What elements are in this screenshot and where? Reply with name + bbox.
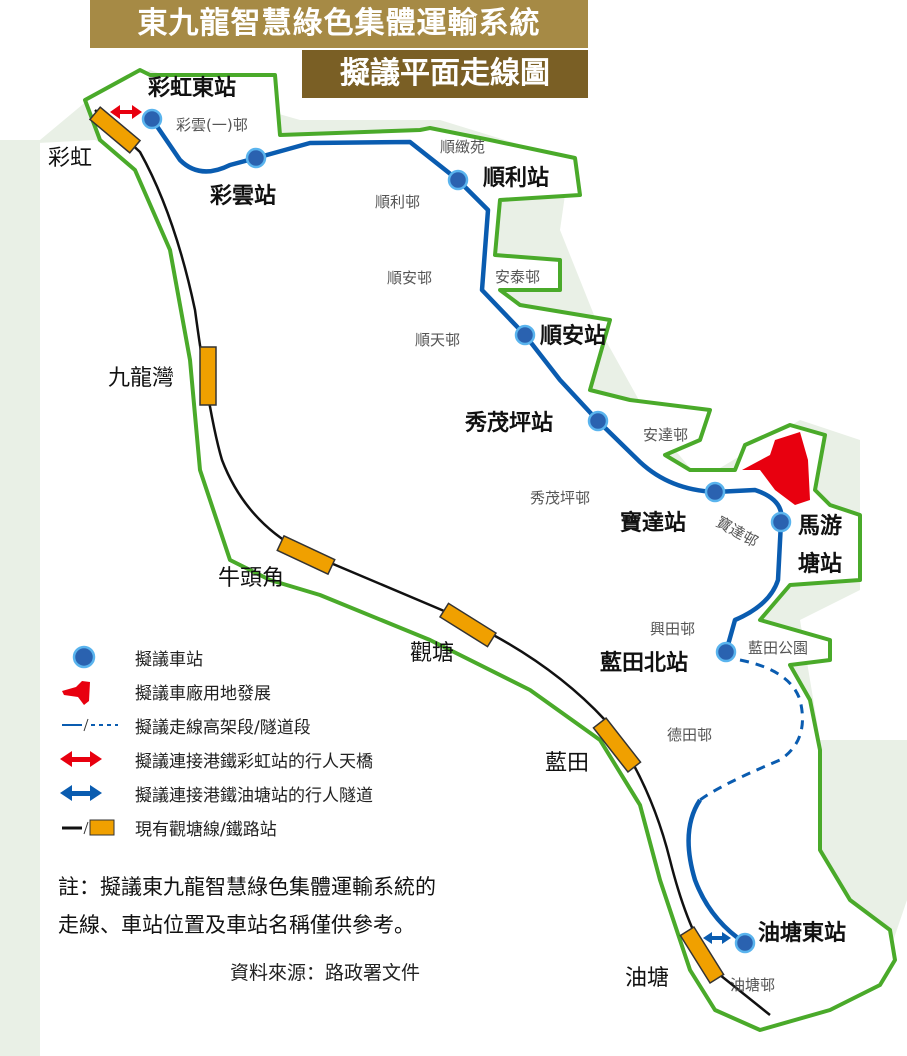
estate-label: 藍田公園 — [748, 639, 808, 657]
legend-label: 擬議連接港鐵彩虹站的行人天橋 — [135, 751, 373, 772]
station-dot-ma-yau-tong[interactable] — [770, 511, 792, 533]
station-label: 秀茂坪站 — [464, 411, 553, 436]
route-line-icon — [62, 718, 118, 732]
legend-item: 擬議連接港鐵油塘站的行人隧道 — [60, 776, 373, 810]
proposed-route-tunnel — [699, 658, 804, 802]
existing-station-box-kwun-tong — [438, 602, 498, 648]
station-label: 藍田北站 — [600, 651, 688, 676]
proposed-route-elevated-south — [686, 798, 747, 945]
station-label: 油塘東站 — [758, 920, 846, 946]
estate-label: 安達邨 — [643, 426, 688, 444]
station-label-ma-yau-tong: 馬游塘站 — [798, 514, 843, 577]
legend-label: 擬議車站 — [135, 649, 203, 670]
legend-item: 擬議連接港鐵彩虹站的行人天橋 — [60, 742, 373, 776]
title-line-2: 擬議平面走線圖 — [302, 50, 588, 98]
station-label: 彩雲站 — [209, 184, 276, 209]
existing-station-box-choi-hung — [88, 106, 142, 154]
existing-station-box-yau-tong — [679, 925, 725, 985]
legend-label: 擬議走線高架段/隧道段 — [135, 717, 311, 738]
estate-label: 順安邨 — [387, 269, 432, 287]
legend-label: 擬議車廠用地發展 — [135, 683, 271, 704]
existing-station-label: 牛頭角 — [218, 566, 284, 591]
district-boundary — [83, 68, 897, 1032]
source-credit: 資料來源：路政署文件 — [230, 962, 421, 984]
estate-label: 彩雲(一)邨 — [176, 116, 248, 134]
estate-label: 秀茂坪邨 — [530, 489, 590, 507]
blue-dot-icon — [72, 645, 96, 669]
existing-station-label: 觀塘 — [410, 641, 454, 666]
legend-item: 擬議車廠用地發展 — [60, 674, 373, 708]
existing-station-label: 油塘 — [625, 966, 669, 991]
existing-station-markers — [88, 106, 725, 985]
estate-label: 順天邨 — [415, 331, 460, 349]
station-label: 寶達站 — [620, 510, 686, 536]
estate-label: 安泰邨 — [495, 268, 540, 286]
title-line-1: 東九龍智慧綠色集體運輸系統 — [90, 0, 588, 48]
subway-arrow-icon — [703, 932, 731, 944]
depot-shape-icon — [62, 681, 90, 705]
estate-label: 興田邨 — [650, 620, 695, 638]
estate-label: 德田邨 — [667, 726, 712, 744]
legend-item: 現有觀塘線/鐵路站 — [60, 810, 373, 844]
station-label: 順利站 — [483, 166, 549, 191]
legend: 擬議車站 擬議車廠用地發展 擬議走線高架段/隧道段 擬議連接港鐵彩虹站的行人天橋… — [60, 640, 373, 844]
legend-label: 擬議連接港鐵油塘站的行人隧道 — [135, 785, 373, 806]
station-dot-po-tat[interactable] — [704, 481, 726, 503]
existing-line-station-icon — [62, 819, 115, 836]
existing-station-label: 藍田 — [545, 751, 589, 776]
background-land-left — [0, 140, 40, 1056]
station-dot-choi-hung-east[interactable] — [141, 108, 163, 130]
blue-double-arrow-icon — [60, 785, 102, 801]
note-line: 註：擬議東九龍智慧綠色集體運輸系統的 — [58, 875, 436, 899]
existing-station-label: 九龍灣 — [108, 366, 174, 391]
existing-kwun-tong-line — [94, 109, 771, 1016]
disclaimer-note: 註：擬議東九龍智慧綠色集體運輸系統的 走線、車站位置及車站名稱僅供參考。 — [58, 868, 436, 944]
station-label: 順安站 — [540, 323, 606, 349]
station-dot-yau-tong-east[interactable] — [734, 932, 756, 954]
station-dot-sau-mau-ping[interactable] — [587, 410, 609, 432]
station-dot-shun-lee[interactable] — [447, 169, 469, 191]
station-dot-lam-tin-north[interactable] — [715, 641, 737, 663]
legend-item: 擬議走線高架段/隧道段 — [60, 708, 373, 742]
estate-label: 順緻苑 — [440, 138, 485, 156]
legend-label: 現有觀塘線/鐵路站 — [135, 819, 277, 840]
existing-station-box-ngau-tau-kok — [276, 534, 336, 576]
footbridge-arrow-icon — [110, 105, 142, 119]
depot-site — [742, 432, 810, 505]
legend-item: 擬議車站 — [60, 640, 373, 674]
estate-label: 油塘邨 — [730, 976, 775, 994]
note-line: 走線、車站位置及車站名稱僅供參考。 — [58, 913, 415, 937]
existing-station-box-kowloon-bay — [199, 346, 217, 406]
existing-station-label: 彩虹 — [48, 146, 92, 171]
station-dot-choi-wan[interactable] — [245, 147, 267, 169]
station-label: 彩虹東站 — [147, 76, 236, 101]
red-double-arrow-icon — [60, 751, 102, 767]
existing-station-box-lam-tin — [592, 716, 642, 774]
station-dot-shun-on[interactable] — [514, 324, 536, 346]
proposed-route-elevated — [150, 117, 784, 653]
estate-label: 順利邨 — [375, 193, 420, 211]
